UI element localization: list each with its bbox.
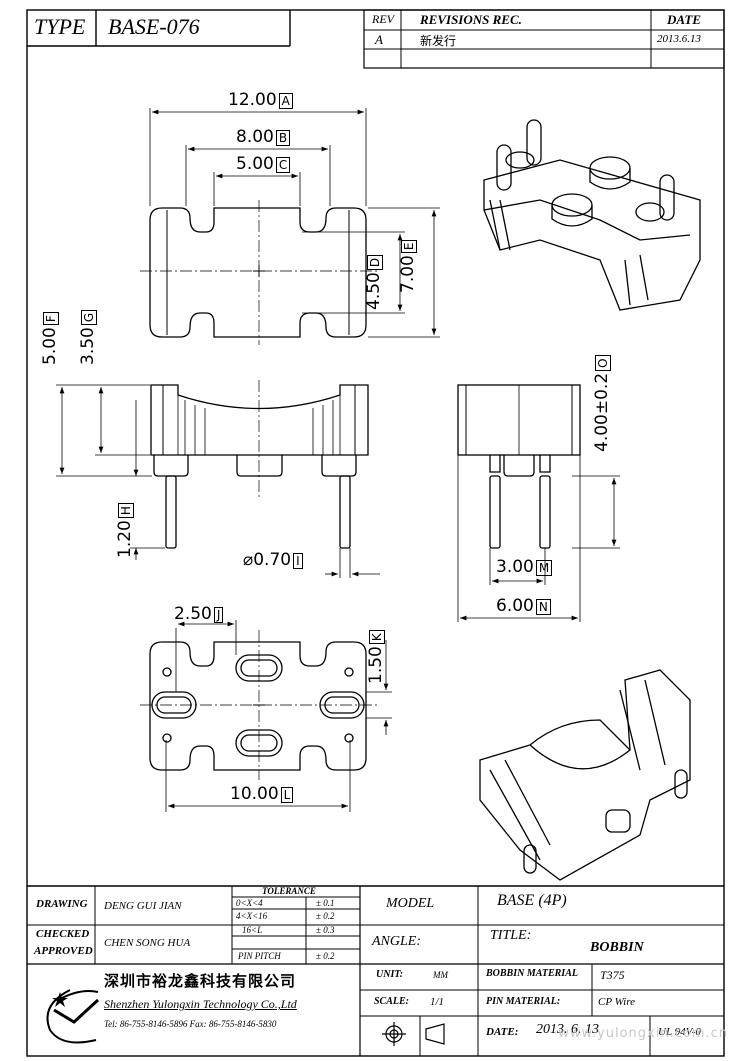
tol-range-2: 4<X<16 [236,911,268,921]
front-view [150,380,369,549]
bobbin-material-value: T375 [600,968,625,982]
top-view [140,200,378,345]
side-view [457,384,581,549]
tolerance-label: TOLERANCE [262,886,316,896]
company-name-cn: 深圳市裕龙鑫科技有限公司 [104,972,297,990]
date-header-label: DATE [667,12,701,27]
isometric-view-top [483,119,701,311]
dim-d: 4.50D [364,254,384,310]
checked-label: CHECKED [36,928,90,940]
drawing-value: DENG GUI JIAN [104,900,182,912]
model-value: BASE (4P) [497,892,567,909]
type-value: BASE-076 [108,14,200,39]
tol-value-4: ± 0.2 [316,951,335,961]
company-name-en: Shenzhen Yulongxin Technology Co.,Ltd [104,997,297,1011]
title-value: BOBBIN [590,940,644,955]
tol-range-1: 0<X<4 [236,898,263,908]
angle-label: ANGLE: [372,934,421,949]
isometric-view-bottom [479,669,691,881]
drawing-label: DRAWING [36,898,88,910]
company-logo [46,989,100,1044]
tol-range-3: 16<L [242,925,263,935]
rev-label: REV [372,12,394,26]
dim-h: 1.20H [115,503,135,558]
dim-g: 3.50G [78,309,98,365]
scale-value: 1/1 [430,996,445,1008]
dim-e: 7.00E [398,239,418,293]
bottom-view [140,630,378,780]
unit-label: UNIT: [376,969,404,980]
approved-value: CHEN SONG HUA [104,937,191,949]
rev-value: A [375,32,383,47]
pin-material-label: PIN MATERIAL: [486,996,561,1007]
company-contact: Tel: 86-755-8146-5896 Fax: 86-755-8146-5… [104,1019,277,1029]
tol-value-3: ± 0.3 [316,925,335,935]
dim-o: 4.00±0.2O [592,355,612,452]
ul-rating: UL 94V-0 [658,1026,701,1038]
rev-rec-value: 新发行 [420,34,457,48]
watermark: www.yulongxin.com.cn [558,1026,728,1041]
tol-range-4: PIN PITCH [238,951,281,961]
scale-label: SCALE: [374,996,410,1007]
dim-k: 1.50K [366,630,386,684]
dim-f: 5.00F [40,312,60,365]
bobbin-material-label: BOBBIN MATERIAL [486,968,578,979]
model-label: MODEL [386,896,435,911]
date-value: 2013. 6. 13 [536,1022,599,1037]
projection-symbol [382,1022,445,1046]
tol-value-2: ± 0.2 [316,911,335,921]
title-label: TITLE: [490,928,532,943]
rev-date-value: 2013.6.13 [657,33,701,45]
revisions-rec-label: REVISIONS REC. [420,12,522,27]
date-label: DATE: [486,1026,519,1038]
pin-material-value: CP Wire [598,996,635,1008]
type-label: TYPE [34,14,86,39]
unit-value: MM [433,970,448,980]
approved-label: APPROVED [34,945,93,957]
tol-value-1: ± 0.1 [316,898,335,908]
